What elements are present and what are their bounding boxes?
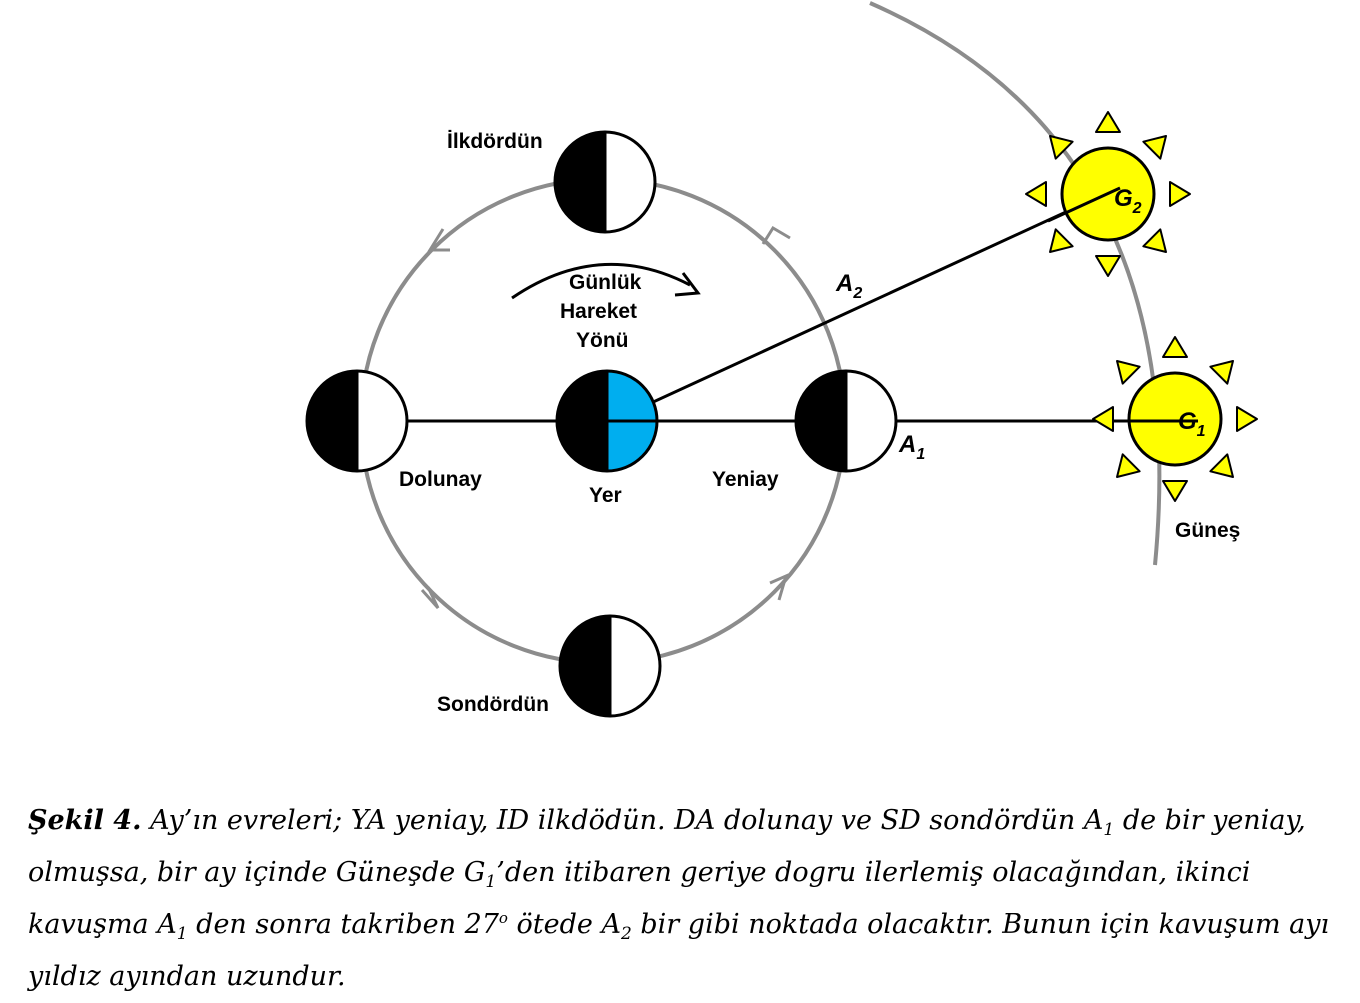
label-a1: A1 xyxy=(898,431,925,463)
line-g2-radius xyxy=(1047,186,1121,223)
label-g1-letter: G xyxy=(1178,408,1197,435)
label-new-moon: Yeniay xyxy=(712,468,779,491)
daily-motion-arrow xyxy=(511,262,691,300)
orbit-arrow-lower-right xyxy=(769,573,789,601)
label-last-quarter: Sondördün xyxy=(437,693,549,716)
label-daily-motion-2: Hareket xyxy=(560,300,637,323)
caption-sup-degree: o xyxy=(498,909,508,927)
moon-full-moon-position xyxy=(305,369,409,473)
caption-sub-2: 1 xyxy=(485,872,497,892)
caption-text-3: ’den itibaren geriye dogru ilerlemiş ola… xyxy=(28,857,1251,940)
label-a2-letter: A xyxy=(835,270,853,297)
label-full-moon: Dolunay xyxy=(399,468,482,491)
moon-new-moon-position xyxy=(794,369,898,473)
caption-text-2: de bir yeniay, olmuşsa, bir ay içinde Gü… xyxy=(28,805,1306,888)
moon-last-quarter xyxy=(558,614,662,718)
label-g2-sub: 2 xyxy=(1132,200,1142,217)
label-a1-sub: 1 xyxy=(916,446,925,463)
orbit-direction-arrows xyxy=(420,225,791,609)
label-daily-motion-1: Günlük xyxy=(569,271,642,294)
earth xyxy=(555,369,659,473)
label-a2: A2 xyxy=(835,270,862,302)
label-a2-sub: 2 xyxy=(852,285,862,302)
label-g2-letter: G xyxy=(1114,185,1133,212)
line-earth-to-g2 xyxy=(611,186,1119,423)
label-daily-motion-3: Yönü xyxy=(576,329,629,352)
caption-figure-label: Şekil 4. xyxy=(28,805,142,836)
label-earth: Yer xyxy=(589,484,622,507)
caption-sub-3: 1 xyxy=(176,924,188,944)
sun-g1 xyxy=(1092,336,1258,502)
orbit-arrow-upper-left xyxy=(427,228,450,252)
sun-path-arc xyxy=(869,1,1162,566)
label-g1-sub: 1 xyxy=(1197,423,1206,440)
label-g1: G1 xyxy=(1178,408,1206,440)
caption-text-6: bir gibi noktada olacaktır. Bunun için k… xyxy=(28,909,1330,992)
label-first-quarter: İlkdördün xyxy=(447,130,543,153)
caption-text-5: ötede A xyxy=(507,909,621,940)
label-sun: Güneş xyxy=(1175,519,1240,542)
caption-sub-1: 1 xyxy=(1103,820,1115,840)
moon-first-quarter xyxy=(553,130,657,234)
figure-caption: Şekil 4. Ay’ın evreleri; YA yeniay, ID i… xyxy=(28,795,1338,1003)
label-g2: G2 xyxy=(1114,185,1142,217)
label-a1-letter: A xyxy=(898,431,916,458)
orbit-arrow-upper-right xyxy=(761,225,791,245)
daily-motion-arrowhead xyxy=(674,272,701,297)
caption-text-1: Ay’ın evreleri; YA yeniay, ID ilkdödün. … xyxy=(141,805,1104,836)
orbit-arrow-lower-left xyxy=(420,586,440,609)
caption-text-4: den sonra takriben 27 xyxy=(187,909,499,940)
caption-sub-5: 2 xyxy=(620,924,632,944)
